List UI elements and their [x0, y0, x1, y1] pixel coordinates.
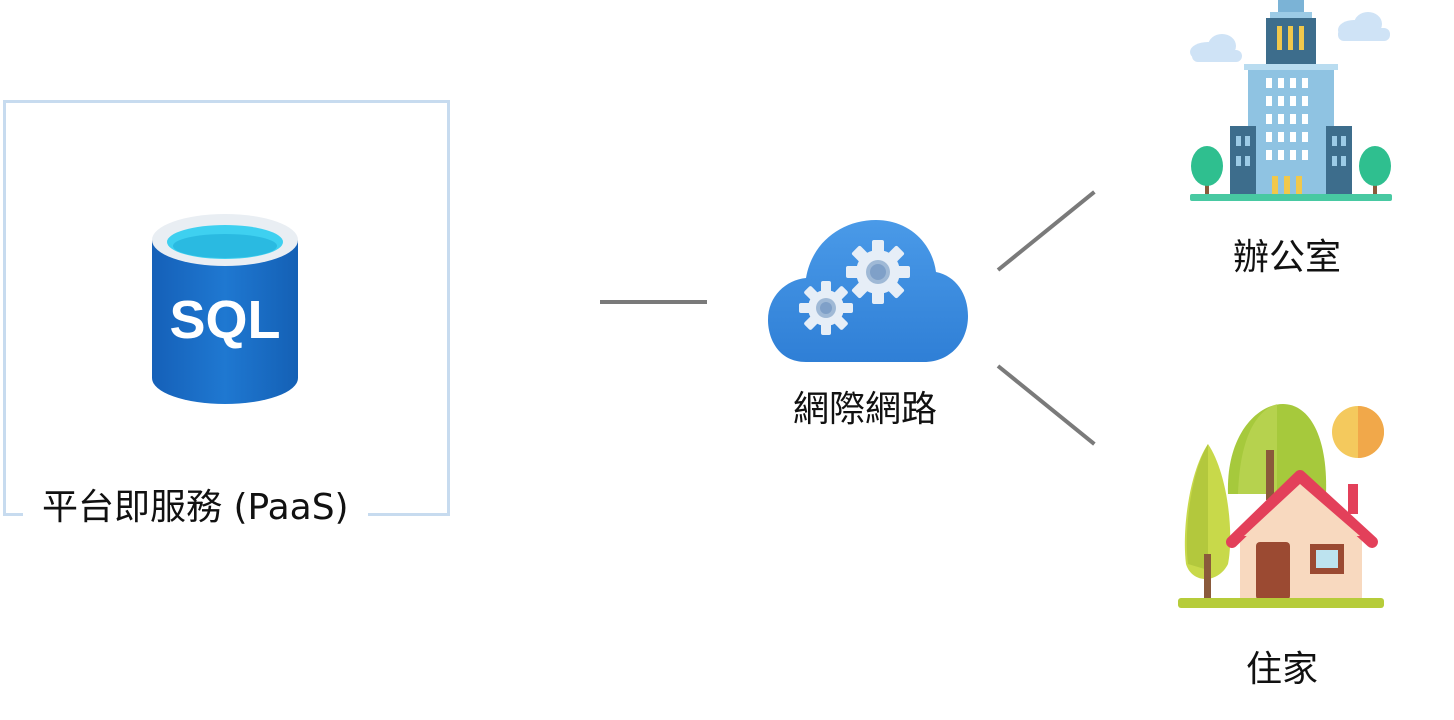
- sql-text: SQL: [169, 290, 280, 350]
- internet-label: 網際網路: [793, 389, 938, 430]
- home-label: 住家: [1246, 649, 1319, 690]
- paas-frame: [3, 100, 450, 516]
- office-label: 辦公室: [1233, 237, 1342, 278]
- office-building-icon: [1186, 0, 1396, 205]
- house-icon: [1178, 404, 1384, 610]
- sql-database-icon: SQL: [150, 210, 300, 406]
- cloud-gears-icon: [768, 214, 968, 364]
- connector-paas-internet: [600, 300, 707, 304]
- connector-internet-office: [996, 190, 1096, 272]
- connector-internet-home: [996, 364, 1096, 446]
- paas-label: 平台即服務 (PaaS): [42, 487, 349, 528]
